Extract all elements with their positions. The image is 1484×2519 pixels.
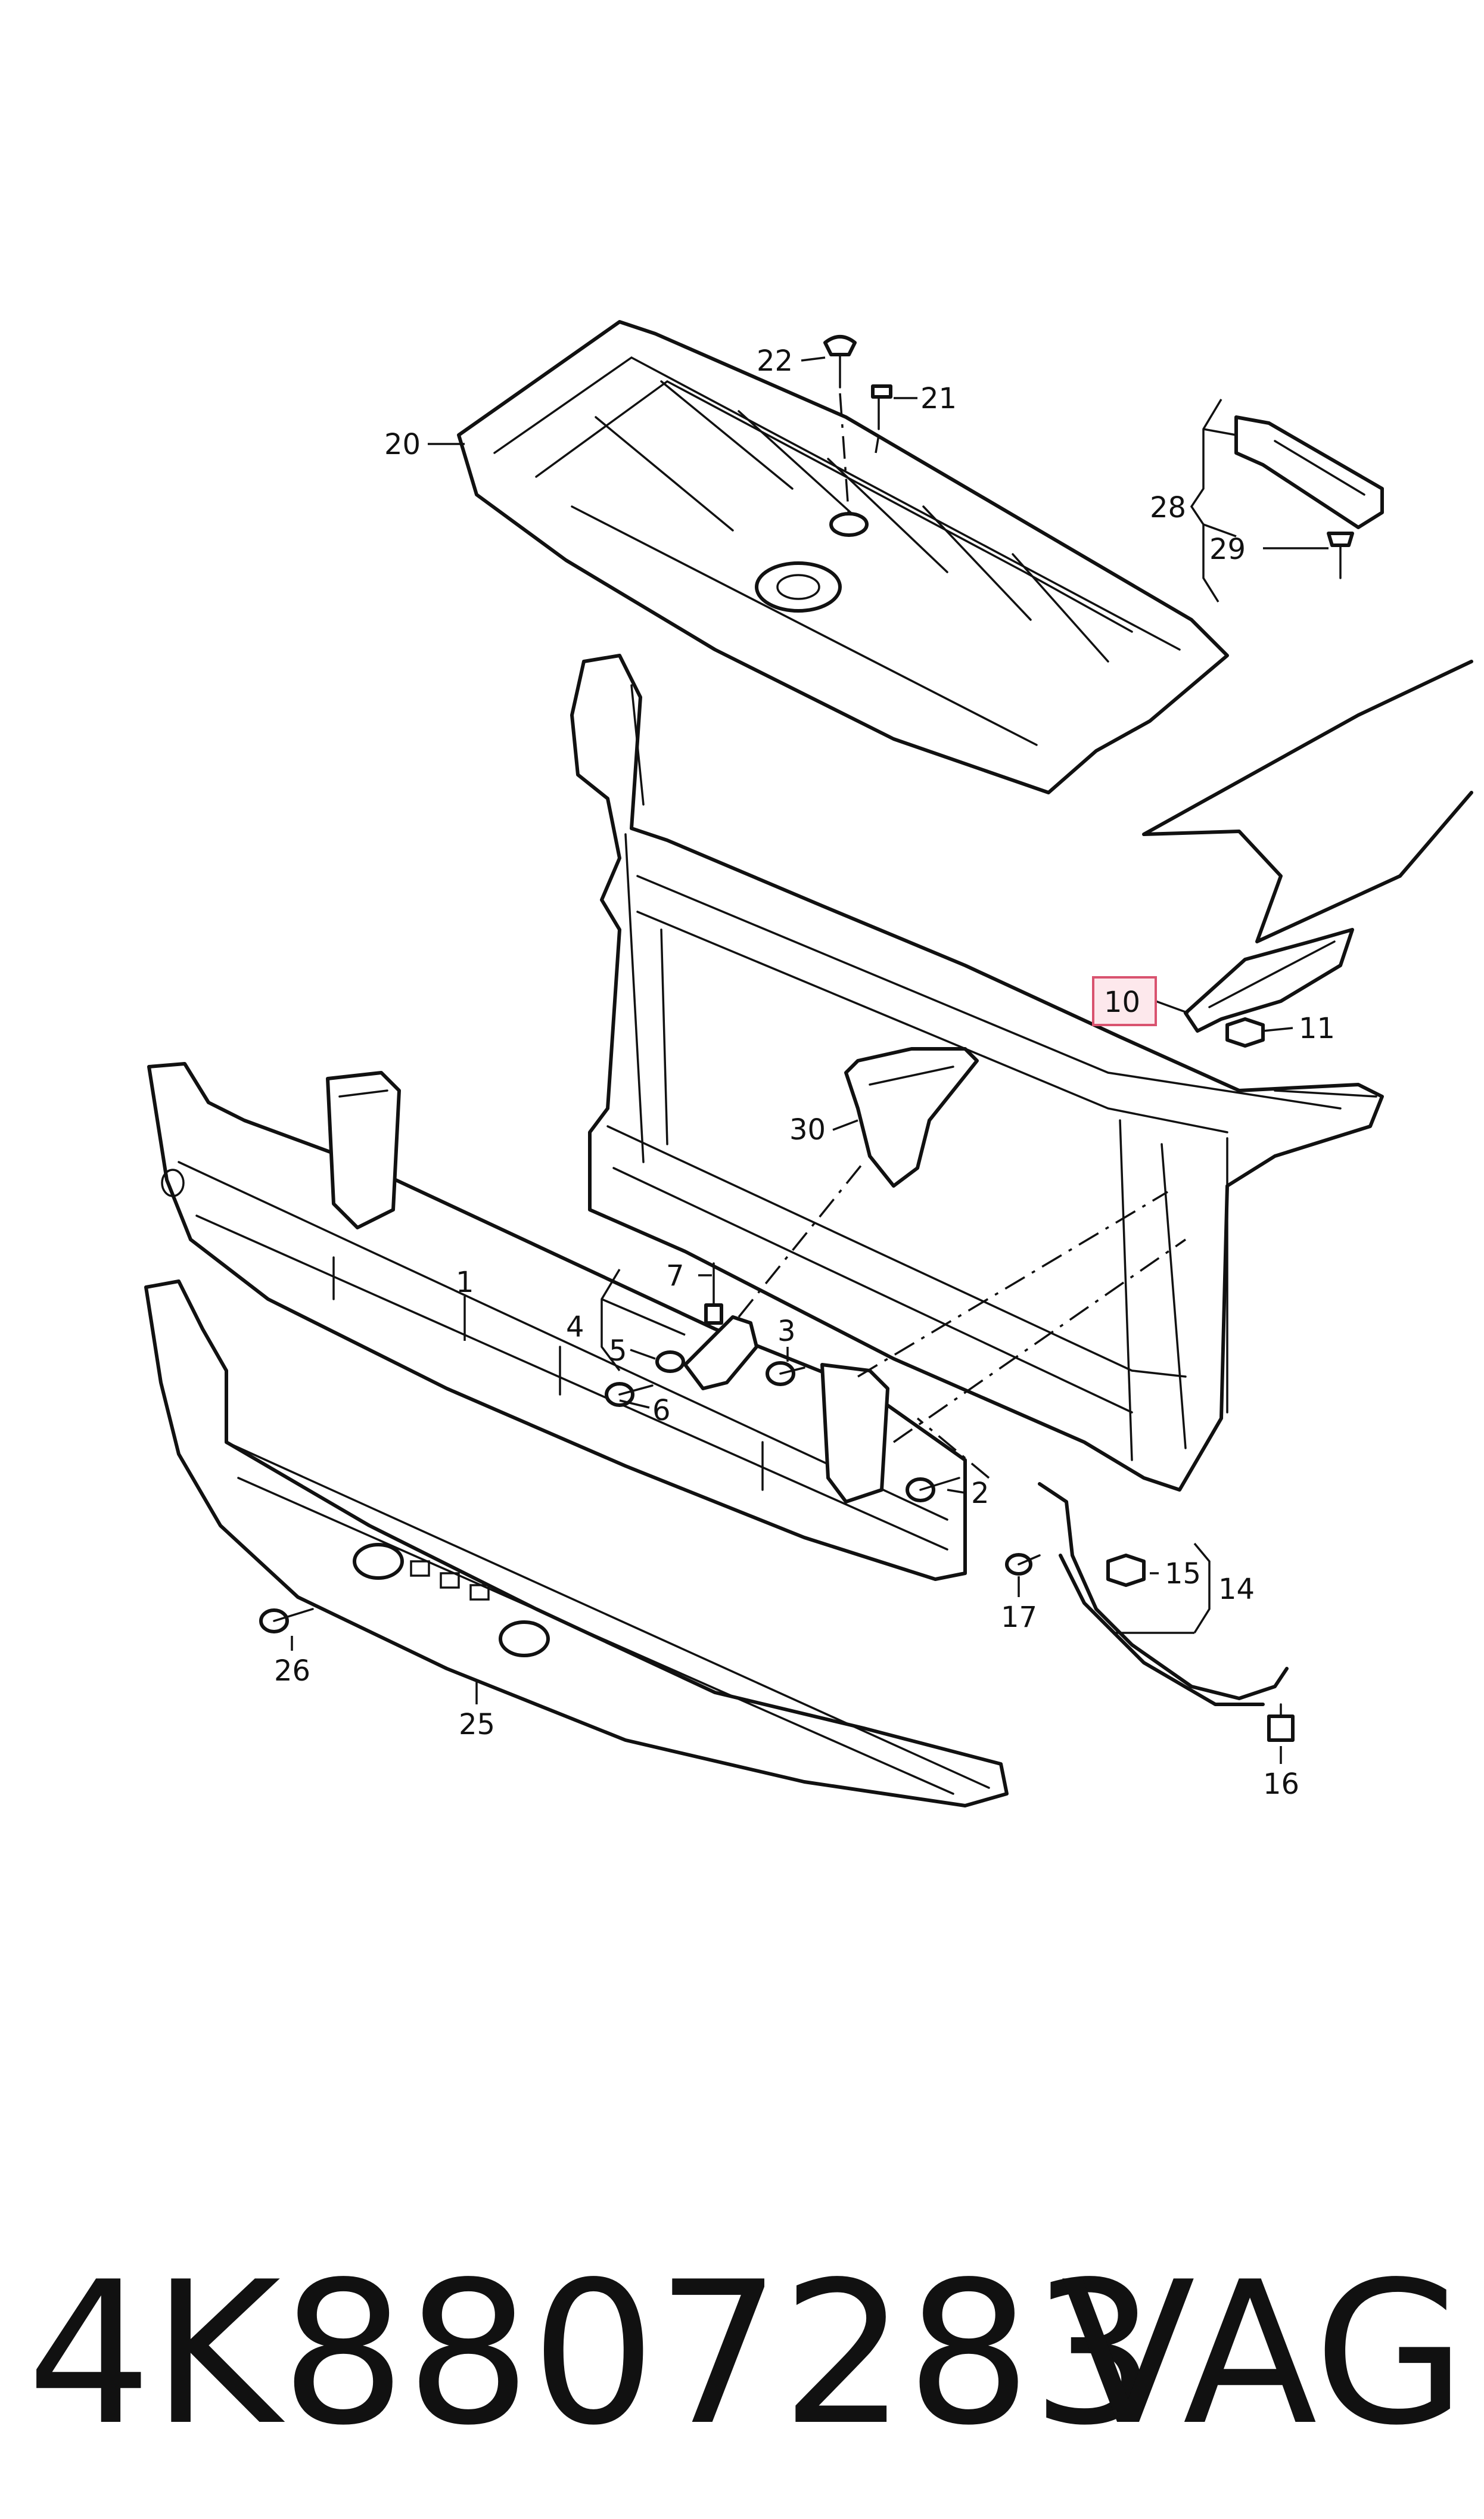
highlight-box-10: [1092, 976, 1157, 1026]
part-bracket-28: [1234, 415, 1384, 529]
callout-1: 1: [456, 1266, 474, 1299]
callout-14: 14: [1218, 1573, 1255, 1606]
callout-5: 5: [609, 1334, 627, 1368]
callout-4: 4: [566, 1310, 584, 1344]
part-number-label: 4K8807283: [27, 2240, 1157, 2468]
callout-20: 20: [384, 428, 421, 461]
callout-2: 2: [971, 1477, 990, 1510]
part-guide-4: [683, 1315, 758, 1390]
part-bracket-10: [1184, 928, 1354, 1033]
part-upper-cover: [457, 320, 1229, 794]
part-screw-17: [1005, 1553, 1041, 1576]
part-screw-16: [1267, 1703, 1295, 1742]
callout-29: 29: [1209, 533, 1246, 566]
part-screw-2: [906, 1477, 960, 1502]
part-clip-22: [823, 335, 857, 389]
part-screw-3: [766, 1361, 805, 1386]
callout-28: 28: [1150, 491, 1186, 524]
callout-6: 6: [652, 1394, 671, 1427]
part-energy-absorber: [144, 1279, 1009, 1807]
part-bumper-carrier: [147, 1062, 967, 1581]
callout-26: 26: [274, 1654, 310, 1688]
part-clip-5: [655, 1350, 685, 1373]
part-screw-26: [259, 1608, 314, 1633]
callout-11: 11: [1299, 1012, 1335, 1045]
part-screw-29: [1327, 532, 1354, 579]
brand-label: VAG: [1060, 2240, 1466, 2468]
part-nut-15: [1106, 1554, 1146, 1587]
callout-30: 30: [789, 1113, 826, 1147]
part-lock-carrier: [570, 654, 1384, 1492]
callout-10: 10: [1104, 986, 1140, 1019]
part-rivet-7: [704, 1262, 723, 1325]
part-screw-6: [605, 1382, 654, 1407]
part-bracket-14: [1038, 1482, 1289, 1706]
leader-lines: [291, 356, 1329, 1764]
part-screw-21: [871, 384, 892, 430]
callout-21: 21: [920, 382, 957, 415]
callout-16: 16: [1263, 1768, 1299, 1801]
part-bracket-30: [844, 1047, 979, 1188]
callout-22: 22: [757, 344, 793, 378]
part-nut-11: [1225, 1017, 1265, 1048]
callout-15: 15: [1165, 1557, 1201, 1591]
callout-7: 7: [666, 1259, 685, 1293]
part-fender-outline: [1142, 660, 1473, 943]
callout-25: 25: [459, 1708, 495, 1741]
callout-17: 17: [1001, 1601, 1037, 1634]
callout-3: 3: [777, 1315, 796, 1348]
